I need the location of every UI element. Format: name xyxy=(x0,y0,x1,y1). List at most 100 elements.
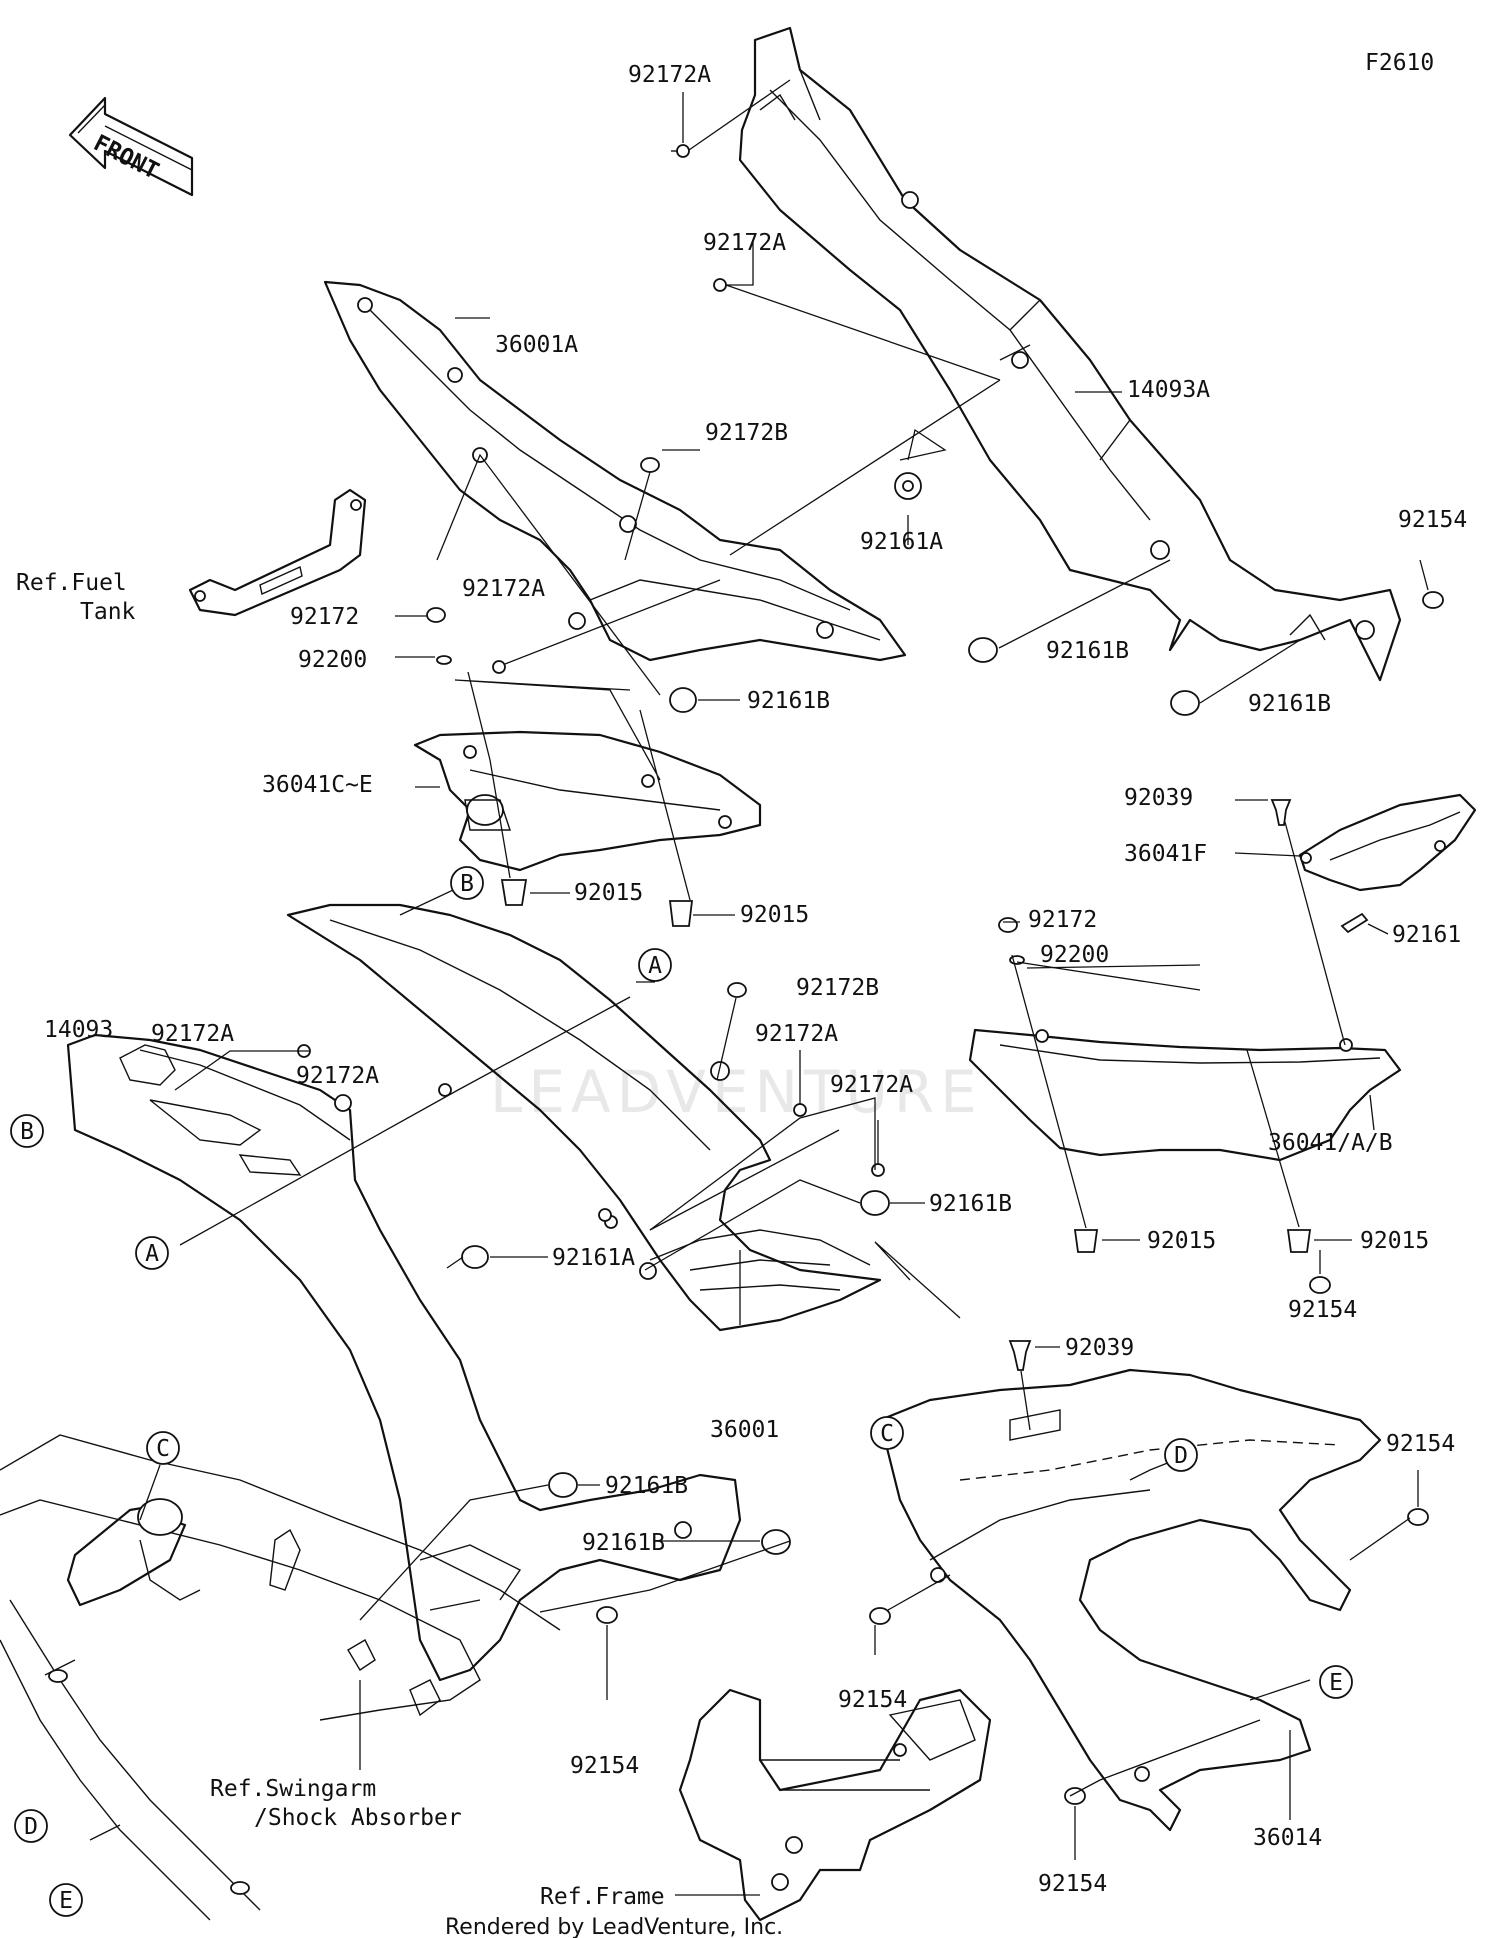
label-92172A-2: 92172A xyxy=(703,230,786,256)
grommet-icon xyxy=(669,687,697,713)
label-36041CE: 36041C~E xyxy=(262,772,373,798)
callout-C-left: C xyxy=(146,1431,180,1465)
part-36041-A-B-cover xyxy=(968,1028,1402,1162)
screw-icon xyxy=(713,278,727,292)
screw-icon xyxy=(998,917,1018,933)
svg-text:E: E xyxy=(59,1888,73,1914)
grommet-icon xyxy=(968,637,998,663)
leader-lines xyxy=(44,79,1429,1896)
label-92015-1: 92015 xyxy=(574,880,643,906)
label-92172A-1: 92172A xyxy=(628,62,711,88)
front-arrow-icon: FRONT xyxy=(68,96,194,197)
label-92015-2: 92015 xyxy=(740,902,809,928)
callout-D-left: D xyxy=(14,1809,48,1843)
svg-text:E: E xyxy=(1329,1670,1343,1696)
label-92172A-6: 92172A xyxy=(296,1063,379,1089)
footer-credit: Rendered by LeadVenture, Inc. xyxy=(445,1915,783,1938)
label-92154-2: 92154 xyxy=(1288,1297,1357,1323)
label-92172A-4: 92172A xyxy=(151,1021,234,1047)
label-92015-3: 92015 xyxy=(1147,1228,1216,1254)
fuel-tank-bracket xyxy=(188,488,367,617)
clip-icon xyxy=(1340,912,1369,934)
screw-icon xyxy=(426,607,446,623)
part-36014-cover xyxy=(878,1368,1382,1832)
label-92161B-1: 92161B xyxy=(1046,638,1129,664)
label-36041AB: 36041/A/B xyxy=(1268,1130,1393,1156)
screw-icon xyxy=(438,1083,452,1097)
label-92172A-3: 92172A xyxy=(462,576,545,602)
callout-D-right: D xyxy=(1164,1438,1198,1472)
label-92161B-3: 92161B xyxy=(747,688,830,714)
callout-B-left: B xyxy=(10,1114,44,1148)
label-36001: 36001 xyxy=(710,1417,779,1443)
swingarm-shock-absorber-ref xyxy=(0,1434,561,1921)
svg-text:B: B xyxy=(20,1119,34,1145)
screw-icon xyxy=(1064,1787,1086,1805)
svg-text:B: B xyxy=(460,871,474,897)
screw-icon xyxy=(793,1103,807,1117)
svg-text:A: A xyxy=(648,953,662,979)
screw-icon xyxy=(1422,591,1444,609)
label-92154-3: 92154 xyxy=(1386,1431,1455,1457)
grommet-icon xyxy=(548,1472,578,1498)
ref-swingarm-line2: /Shock Absorber xyxy=(254,1805,462,1831)
label-92154-1: 92154 xyxy=(1398,507,1467,533)
callout-C-right: C xyxy=(870,1416,904,1450)
svg-text:A: A xyxy=(145,1241,159,1267)
svg-text:C: C xyxy=(156,1436,170,1462)
part-36001-cover xyxy=(286,903,882,1332)
screw-icon xyxy=(869,1607,891,1625)
label-36001A: 36001A xyxy=(495,332,578,358)
label-92039-2: 92039 xyxy=(1065,1335,1134,1361)
label-92172B-1: 92172B xyxy=(705,420,788,446)
part-labels: 92172A 92172A 36001A 14093A 92172B 92161… xyxy=(16,62,1467,1910)
screw-icon xyxy=(727,982,747,998)
label-92200-2: 92200 xyxy=(1040,942,1109,968)
grommet-icon xyxy=(894,472,922,500)
label-14093A: 14093A xyxy=(1127,377,1210,403)
screw-icon xyxy=(1309,1276,1331,1294)
label-92200-1: 92200 xyxy=(298,647,367,673)
label-92161A-1: 92161A xyxy=(860,529,943,555)
clip-nut-icon xyxy=(1073,1229,1099,1253)
ref-frame: Ref.Frame xyxy=(540,1884,665,1910)
rivet-icon xyxy=(1008,1340,1032,1371)
label-92161B-2: 92161B xyxy=(1248,691,1331,717)
callout-E-right: E xyxy=(1319,1665,1353,1699)
grommet-icon xyxy=(1170,690,1200,716)
rivet-icon xyxy=(1270,799,1292,826)
screw-icon xyxy=(596,1606,618,1624)
label-92172A-7: 92172A xyxy=(830,1072,913,1098)
label-92161A-2: 92161A xyxy=(552,1245,635,1271)
part-36041F-cover xyxy=(1298,793,1477,892)
clip-nut-icon xyxy=(668,900,694,927)
label-36014: 36014 xyxy=(1253,1825,1322,1851)
label-92161B-5: 92161B xyxy=(605,1473,688,1499)
part-14093-cover xyxy=(66,1033,742,1682)
screw-icon xyxy=(871,1163,885,1177)
screw-icon xyxy=(1407,1508,1429,1526)
label-92161B-4: 92161B xyxy=(929,1191,1012,1217)
label-92172B-2: 92172B xyxy=(796,975,879,1001)
callout-B-top: B xyxy=(450,866,484,900)
diagram-code: F2610 xyxy=(1365,50,1434,76)
part-36001A-cover xyxy=(323,280,907,662)
callout-E-left: E xyxy=(49,1883,83,1917)
ref-fuel-tank-line2: Tank xyxy=(80,599,136,625)
part-14093A-cover xyxy=(738,26,1402,682)
callout-A-top: A xyxy=(638,948,672,982)
ref-swingarm-line1: Ref.Swingarm xyxy=(210,1776,376,1802)
washer-icon xyxy=(436,655,452,665)
callout-A-left: A xyxy=(135,1236,169,1270)
svg-text:D: D xyxy=(24,1814,38,1840)
screw-icon xyxy=(671,144,690,158)
label-92154-6: 92154 xyxy=(1038,1871,1107,1897)
label-92039-1: 92039 xyxy=(1124,785,1193,811)
label-92172-2: 92172 xyxy=(1028,907,1097,933)
clip-nut-icon xyxy=(500,879,528,906)
label-36041F: 36041F xyxy=(1124,841,1207,867)
svg-text:C: C xyxy=(880,1421,894,1447)
screw-icon xyxy=(640,457,660,473)
ref-fuel-tank-line1: Ref.Fuel xyxy=(16,570,127,596)
